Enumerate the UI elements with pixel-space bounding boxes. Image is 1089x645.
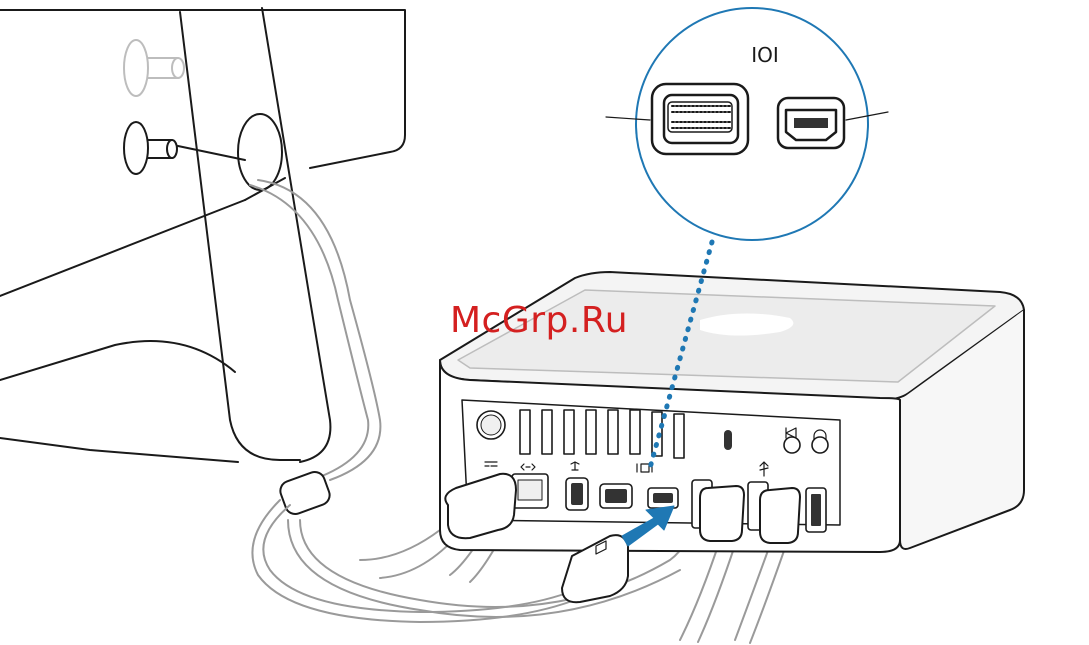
power-plug xyxy=(444,472,517,540)
mac-mini-rear-panel xyxy=(476,409,829,533)
power-symbol-icon xyxy=(484,461,498,467)
audio-in-port xyxy=(783,436,801,454)
watermark: McGrp.Ru xyxy=(450,300,629,341)
display-rear-connectors xyxy=(123,39,246,175)
security-slot xyxy=(724,430,732,450)
display-cable xyxy=(249,179,691,623)
audio-in-icon xyxy=(785,427,797,439)
usb-plug-2 xyxy=(759,487,801,544)
headphones-icon xyxy=(813,429,827,441)
ventilation-grille xyxy=(519,409,685,459)
headphone-port xyxy=(811,436,829,454)
firewire-icon xyxy=(570,461,580,471)
mac-mini-computer xyxy=(439,271,1025,553)
callout-leader xyxy=(647,239,715,471)
connected-plugs xyxy=(444,472,801,604)
insertion-arrow xyxy=(621,505,675,547)
display-port-symbol: IOI xyxy=(751,43,779,67)
ethernet-icon xyxy=(520,463,536,471)
mini-dvi-port-enlarged xyxy=(650,82,750,156)
mini-displayport-plug xyxy=(561,534,629,604)
usb-plug-1 xyxy=(699,485,745,542)
port-icon-row xyxy=(484,427,827,477)
display-monitor xyxy=(0,7,406,463)
apple-logo xyxy=(700,313,794,336)
stand-cable-hole xyxy=(237,113,283,191)
usb-icon xyxy=(759,461,769,477)
port-callout-magnifier: IOI xyxy=(605,7,889,241)
mini-displayport-enlarged xyxy=(776,96,846,150)
